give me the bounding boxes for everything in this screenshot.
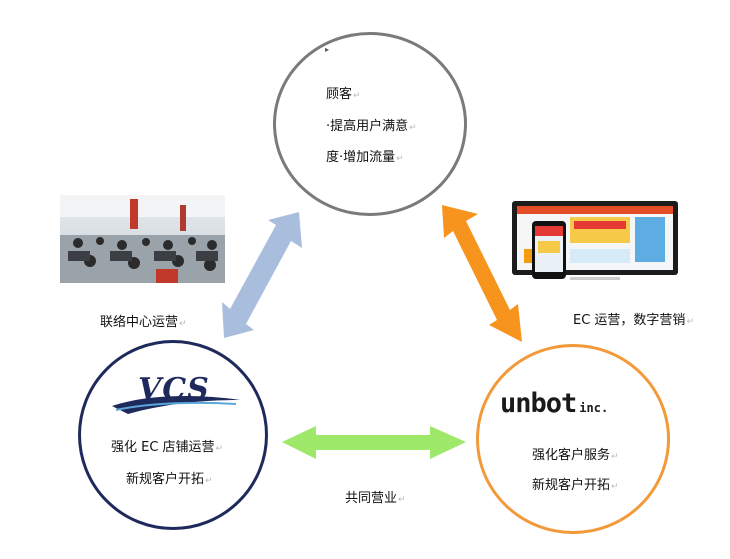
- ec-devices-icon: [512, 201, 678, 280]
- unbot-logo-suffix: inc.: [579, 401, 609, 415]
- left-edge-label: 联络中心运营↵: [100, 311, 187, 330]
- call-center-icon: [60, 195, 225, 283]
- customer-line-3: 度·增加流量: [326, 150, 396, 165]
- unbot-node: [476, 344, 670, 534]
- customer-benefit-1: ·提高用户满意↵: [326, 115, 417, 134]
- bottom-edge-label-text: 共同营业: [345, 491, 398, 506]
- customer-line-2: ·提高用户满意: [326, 119, 409, 134]
- bottom-edge-label: 共同营业↵: [345, 487, 406, 506]
- vcs-line-1: 强化 EC 店铺运营↵: [111, 436, 223, 455]
- return-mark: ↵: [686, 317, 694, 327]
- right-edge-label-text: EC 运营，数字营销: [573, 313, 686, 328]
- vcs-logo-text: VCS: [138, 372, 210, 407]
- unbot-line-1: 强化客户服务↵: [532, 444, 619, 463]
- customer-node-marker: ▸: [325, 45, 330, 54]
- return-mark: ↵: [205, 476, 213, 486]
- return-mark: ↵: [396, 154, 404, 164]
- vcs-line-2-text: 新规客户开拓: [126, 472, 205, 487]
- return-mark: ↵: [179, 319, 187, 329]
- vcs-node: [78, 340, 268, 530]
- left-edge-label-text: 联络中心运营: [100, 315, 179, 330]
- return-mark: ↵: [215, 444, 224, 454]
- customer-line-1: 顾客: [326, 87, 353, 102]
- return-mark: ↵: [611, 452, 619, 462]
- right-edge-label: EC 运营，数字营销↵: [573, 309, 694, 328]
- vcs-logo: VCS: [108, 370, 243, 420]
- unbot-line-2-text: 新规客户开拓: [532, 478, 611, 493]
- return-mark: ↵: [409, 123, 417, 133]
- return-mark: ↵: [611, 482, 619, 492]
- ec-devices-photo: [510, 199, 680, 282]
- vcs-swoosh-icon: [112, 396, 240, 414]
- unbot-line-2: 新规客户开拓↵: [532, 474, 619, 493]
- vcs-line-2: 新规客户开拓↵: [126, 468, 213, 487]
- call-center-photo: [60, 195, 225, 283]
- customer-title: 顾客↵: [326, 83, 361, 102]
- return-mark: ↵: [353, 91, 361, 101]
- customer-benefit-2: 度·增加流量↵: [326, 146, 404, 165]
- right-double-arrow: [442, 205, 522, 342]
- unbot-line-1-text: 强化客户服务: [532, 448, 611, 463]
- unbot-logo-text: unbot: [500, 388, 577, 419]
- vcs-line-1-text: 强化 EC 店铺运营: [111, 440, 215, 455]
- return-mark: ↵: [398, 495, 406, 505]
- left-double-arrow: [222, 212, 302, 338]
- customer-node: [273, 32, 467, 216]
- bottom-double-arrow: [282, 426, 466, 459]
